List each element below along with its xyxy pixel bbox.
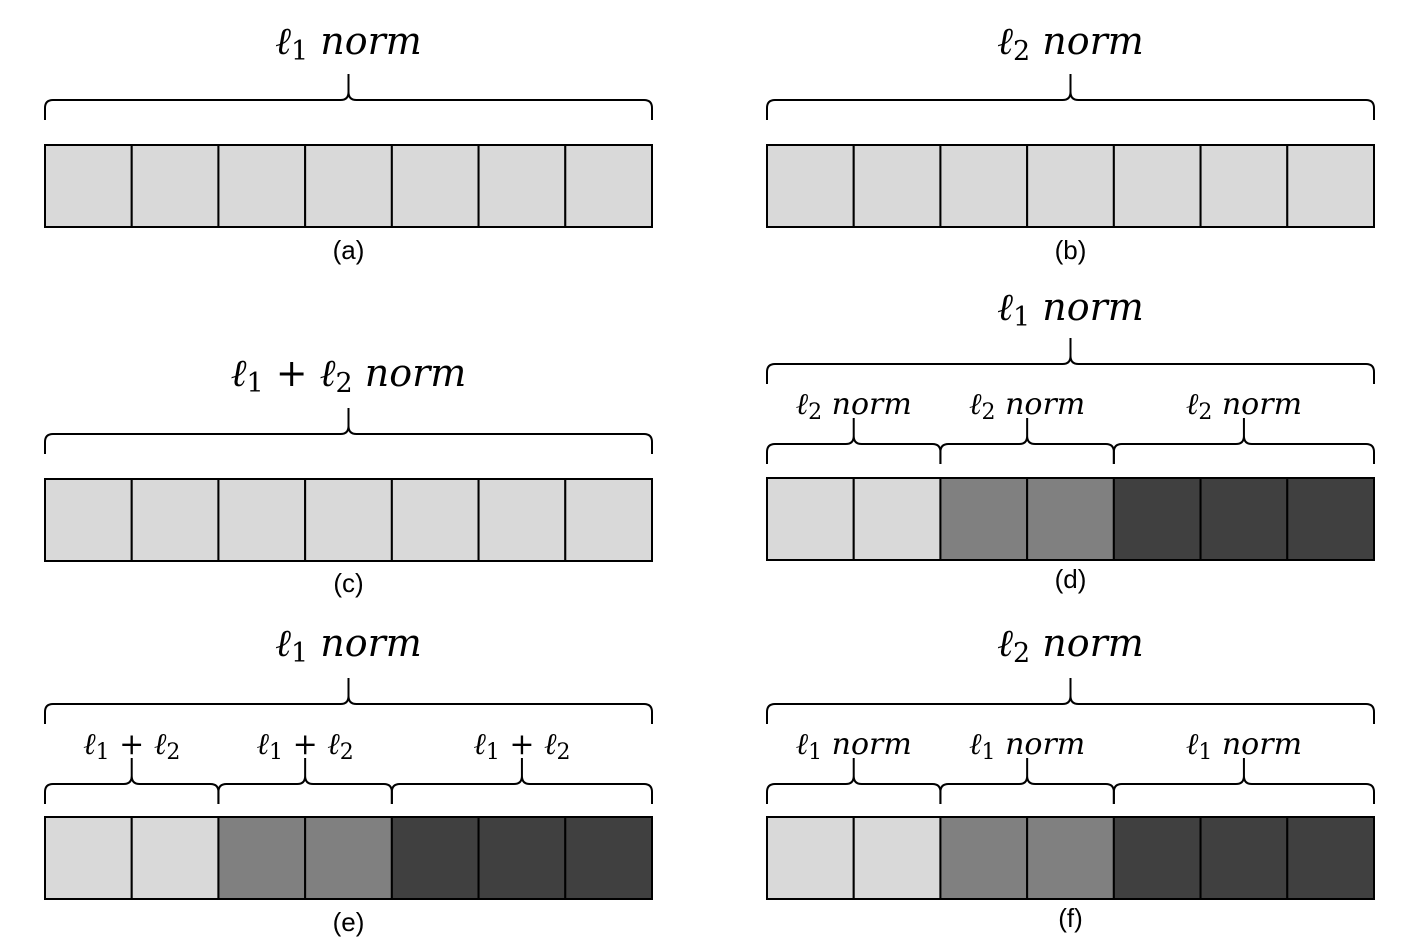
vector-cell-light bbox=[766, 144, 855, 228]
vector-cell-medium bbox=[1026, 477, 1115, 561]
top-norm-label: ℓ1 + ℓ2 norm bbox=[231, 351, 467, 399]
panel-caption: (f) bbox=[1058, 903, 1083, 933]
top-norm-label: ℓ2 norm bbox=[997, 19, 1144, 67]
panel-caption: (e) bbox=[333, 907, 365, 937]
group-brace bbox=[44, 758, 220, 804]
vector-cell-light bbox=[852, 144, 942, 228]
vector-cell-light bbox=[390, 144, 480, 228]
top-norm-label: ℓ2 norm bbox=[997, 621, 1144, 669]
panel-f: ℓ2 norm ℓ1 norm ℓ1 norm ℓ1 norm (f) bbox=[766, 621, 1376, 933]
panel-a: ℓ1 norm (a) bbox=[44, 19, 653, 265]
group-norm-label: ℓ1 norm bbox=[796, 727, 912, 765]
vector-cell-medium bbox=[939, 816, 1029, 900]
group-norm-label: ℓ1 norm bbox=[969, 727, 1085, 765]
group-brace bbox=[1112, 418, 1375, 464]
vector-cell-dark bbox=[1112, 816, 1202, 900]
panel-caption: (a) bbox=[333, 235, 365, 265]
group-brace bbox=[939, 418, 1115, 464]
vector-cell-light bbox=[1286, 144, 1376, 228]
group-norm-label: ℓ1 + ℓ2 bbox=[83, 727, 180, 765]
panel-b: ℓ2 norm (b) bbox=[766, 19, 1376, 265]
group-norm-label: ℓ1 + ℓ2 bbox=[473, 727, 570, 765]
vector-cell-light bbox=[564, 478, 653, 562]
group-brace bbox=[939, 758, 1115, 804]
top-brace bbox=[44, 408, 653, 454]
vector-cell-medium bbox=[217, 816, 307, 900]
vector-cell-dark bbox=[564, 816, 653, 900]
vector-cell-light bbox=[44, 478, 133, 562]
group-norm-label: ℓ2 norm bbox=[969, 387, 1085, 425]
group-brace bbox=[1112, 758, 1375, 804]
vector-cell-medium bbox=[939, 477, 1029, 561]
group-norm-label: ℓ2 norm bbox=[1186, 387, 1302, 425]
vector-cell-light bbox=[304, 144, 393, 228]
group-norm-label: ℓ1 + ℓ2 bbox=[257, 727, 354, 765]
vector-cell-light bbox=[477, 144, 567, 228]
vector-cell-light bbox=[1026, 144, 1115, 228]
top-brace bbox=[766, 74, 1375, 120]
vector-cell-light bbox=[852, 816, 942, 900]
panel-caption: (c) bbox=[333, 568, 363, 598]
vector-cell-light bbox=[1199, 144, 1289, 228]
group-brace bbox=[390, 758, 653, 804]
vector-cell-light bbox=[44, 816, 133, 900]
vector-cell-dark bbox=[1199, 477, 1289, 561]
group-norm-label: ℓ2 norm bbox=[796, 387, 912, 425]
vector-cell-dark bbox=[1112, 477, 1202, 561]
vector-cell-light bbox=[44, 144, 133, 228]
vector-cell-dark bbox=[1286, 816, 1376, 900]
vector-cell-dark bbox=[390, 816, 480, 900]
top-brace bbox=[44, 678, 653, 724]
vector-cell-light bbox=[939, 144, 1029, 228]
panel-d: ℓ1 norm ℓ2 norm ℓ2 norm ℓ2 norm (d) bbox=[766, 285, 1376, 594]
vector-cell-light bbox=[766, 816, 855, 900]
group-norm-label: ℓ1 norm bbox=[1186, 727, 1302, 765]
panel-e: ℓ1 norm ℓ1 + ℓ2 ℓ1 + ℓ2 ℓ1 + ℓ2 (e) bbox=[44, 621, 653, 937]
panel-caption: (b) bbox=[1055, 235, 1087, 265]
vector-cell-light bbox=[130, 478, 220, 562]
vector-cell-light bbox=[217, 144, 307, 228]
top-norm-label: ℓ1 norm bbox=[997, 285, 1144, 333]
vector-cell-light bbox=[1112, 144, 1202, 228]
top-brace bbox=[44, 74, 653, 120]
top-norm-label: ℓ1 norm bbox=[275, 621, 422, 669]
vector-cell-medium bbox=[1026, 816, 1115, 900]
vector-cell-light bbox=[564, 144, 653, 228]
vector-cell-dark bbox=[477, 816, 567, 900]
group-brace bbox=[766, 418, 942, 464]
vector-cell-dark bbox=[1199, 816, 1289, 900]
vector-cell-medium bbox=[304, 816, 393, 900]
top-norm-label: ℓ1 norm bbox=[275, 19, 422, 67]
vector-cell-light bbox=[390, 478, 480, 562]
vector-cell-dark bbox=[1286, 477, 1376, 561]
vector-cell-light bbox=[130, 144, 220, 228]
vector-cell-light bbox=[130, 816, 220, 900]
panel-c: ℓ1 + ℓ2 norm (c) bbox=[44, 351, 653, 598]
vector-cell-light bbox=[477, 478, 567, 562]
vector-cell-light bbox=[304, 478, 393, 562]
top-brace bbox=[766, 338, 1375, 384]
group-brace bbox=[217, 758, 393, 804]
vector-cell-light bbox=[766, 477, 855, 561]
panel-caption: (d) bbox=[1055, 564, 1087, 594]
vector-cell-light bbox=[852, 477, 942, 561]
group-brace bbox=[766, 758, 942, 804]
top-brace bbox=[766, 678, 1375, 724]
vector-cell-light bbox=[217, 478, 307, 562]
